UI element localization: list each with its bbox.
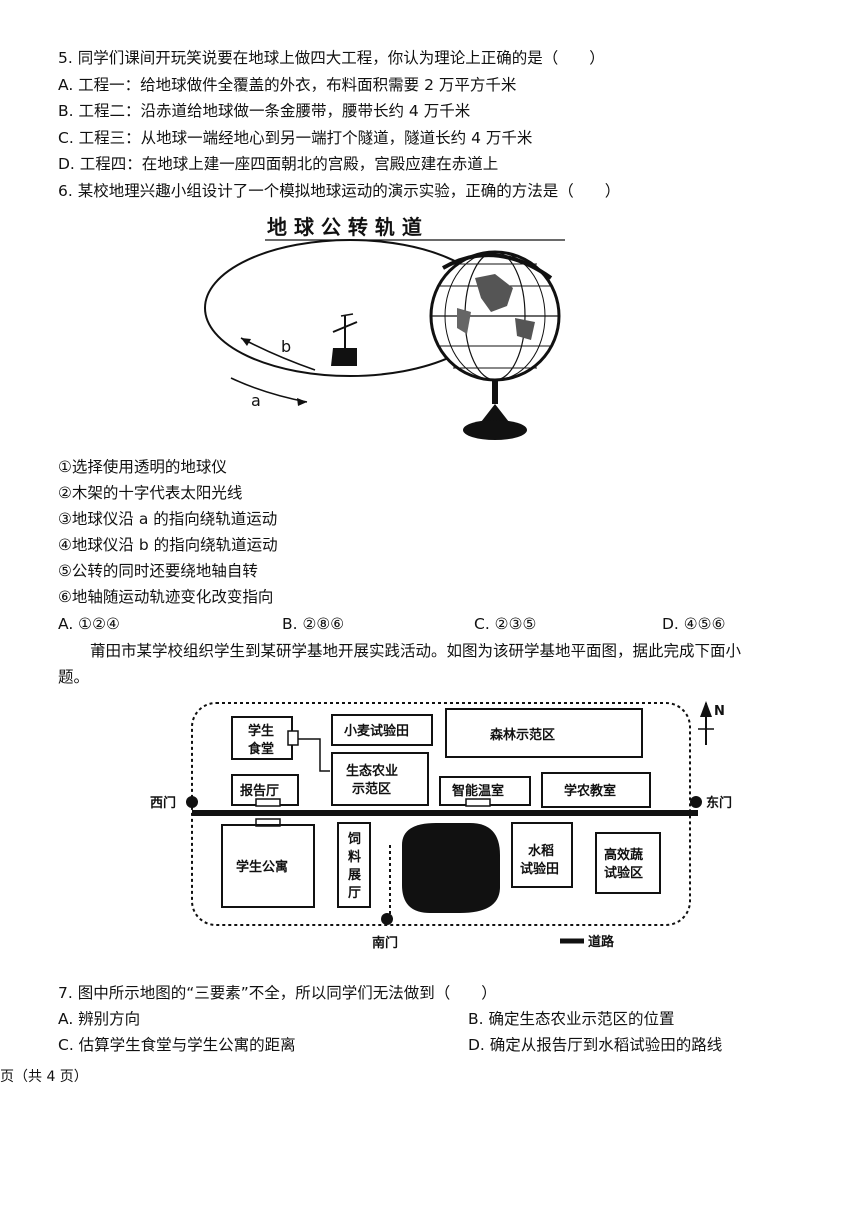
feed-label-4: 厅 xyxy=(348,886,361,901)
feed-label-3: 展 xyxy=(348,868,362,883)
rice-label-2: 试验田 xyxy=(520,861,559,877)
passage-line-2: 题。 xyxy=(58,668,90,686)
q6-option-a: A. ①②④ xyxy=(58,615,120,633)
q6-statement-6: ⑥地轴随运动轨迹变化改变指向 xyxy=(58,588,274,606)
forest-label: 森林示范区 xyxy=(490,727,555,743)
area-dorm xyxy=(221,824,315,908)
q6-option-c: C. ②③⑤ xyxy=(474,615,537,633)
wooden-frame-icon xyxy=(331,313,358,366)
legend-road-label: 道路 xyxy=(588,934,615,950)
arrow-b xyxy=(240,337,316,371)
area-classroom xyxy=(541,772,651,808)
orbit-figure-title: 地 球 公 转 轨 道 xyxy=(267,215,422,239)
east-gate-marker xyxy=(690,796,702,808)
q7-option-a: A. 辨别方向 xyxy=(58,1010,141,1028)
west-gate-marker xyxy=(186,796,198,808)
feed-label-1: 饲 xyxy=(347,831,361,847)
south-gate-marker xyxy=(381,913,393,925)
north-label: N xyxy=(714,704,725,719)
pond xyxy=(402,823,500,913)
area-feed xyxy=(337,822,371,908)
q6-statement-2: ②木架的十字代表太阳光线 xyxy=(58,484,243,502)
east-gate-label: 东门 xyxy=(706,795,732,811)
eco-label-1: 生态农业 xyxy=(346,763,398,779)
highveg-label-2: 试验区 xyxy=(604,865,643,881)
area-eco xyxy=(331,752,429,806)
q7-option-d: D. 确定从报告厅到水稻试验田的路线 xyxy=(468,1036,723,1054)
q5-option-c: C. 工程三：从地球一端经地心到另一端打个隧道，隧道长约 4 万千米 xyxy=(58,129,533,147)
arrow-a xyxy=(230,377,308,403)
canteen-label-2: 食堂 xyxy=(248,741,274,757)
label-b: b xyxy=(281,337,291,356)
q6-stem: 6. 某校地理兴趣小组设计了一个模拟地球运动的演示实验，正确的方法是（ ） xyxy=(58,182,621,200)
q6-statement-5: ⑤公转的同时还要绕地轴自转 xyxy=(58,562,258,580)
rice-label-1: 水稻 xyxy=(528,843,554,859)
dorm-label: 学生公寓 xyxy=(236,859,288,875)
classroom-label: 学农教室 xyxy=(564,783,616,799)
area-highveg xyxy=(595,832,661,894)
south-gate-label: 南门 xyxy=(372,935,398,951)
label-a: a xyxy=(251,391,261,410)
eco-label-2: 示范区 xyxy=(352,781,391,797)
area-rice xyxy=(511,822,573,888)
q5-option-a: A. 工程一：给地球做件全覆盖的外衣，布料面积需要 2 万平方千米 xyxy=(58,76,517,94)
west-gate-label: 西门 xyxy=(150,795,176,811)
q5-option-d: D. 工程四：在地球上建一座四面朝北的宫殿，宫殿应建在赤道上 xyxy=(58,155,499,173)
north-arrow-icon xyxy=(698,701,714,745)
q5-option-b: B. 工程二：沿赤道给地球做一条金腰带，腰带长约 4 万千米 xyxy=(58,102,471,120)
q7-stem: 7. 图中所示地图的“三要素”不全，所以同学们无法做到（ ） xyxy=(58,984,497,1002)
greenhouse-door xyxy=(465,798,491,807)
q6-option-b: B. ②⑧⑥ xyxy=(282,615,345,633)
highveg-label-1: 高效蔬 xyxy=(604,847,643,863)
q7-option-b: B. 确定生态农业示范区的位置 xyxy=(468,1010,675,1028)
area-forest xyxy=(445,708,643,758)
canteen-path xyxy=(298,738,330,772)
q5-stem: 5. 同学们课间开玩笑说要在地球上做四大工程，你认为理论上正确的是（ ） xyxy=(58,49,605,67)
globe-icon xyxy=(429,250,561,440)
q6-statement-1: ①选择使用透明的地球仪 xyxy=(58,458,227,476)
canteen-label-1: 学生 xyxy=(248,723,274,739)
orbit-figure: 地 球 公 转 轨 道 b a xyxy=(204,215,565,440)
q6-statement-3: ③地球仪沿 a 的指向绕轨道运动 xyxy=(58,510,278,528)
feed-label-2: 料 xyxy=(348,849,361,865)
wheat-label: 小麦试验田 xyxy=(344,723,409,739)
greenhouse-label: 智能温室 xyxy=(452,783,504,799)
hall-label: 报告厅 xyxy=(240,783,279,799)
q6-option-d: D. ④⑤⑥ xyxy=(662,615,726,633)
page-footer: 页（共 4 页） xyxy=(0,1069,88,1085)
base-map: 西门 东门 南门 N 学生 食堂 小麦试验田 森林示范区 报告厅 生态农业 示范… xyxy=(150,701,732,951)
q6-statement-4: ④地球仪沿 b 的指向绕轨道运动 xyxy=(58,536,278,554)
area-wheat xyxy=(331,714,433,746)
canteen-door xyxy=(287,730,299,746)
q7-option-c: C. 估算学生食堂与学生公寓的距离 xyxy=(58,1036,296,1054)
passage-line-1: 莆田市某学校组织学生到某研学基地开展实践活动。如图为该研学基地平面图，据此完成下… xyxy=(90,642,742,660)
hall-door xyxy=(255,798,281,807)
